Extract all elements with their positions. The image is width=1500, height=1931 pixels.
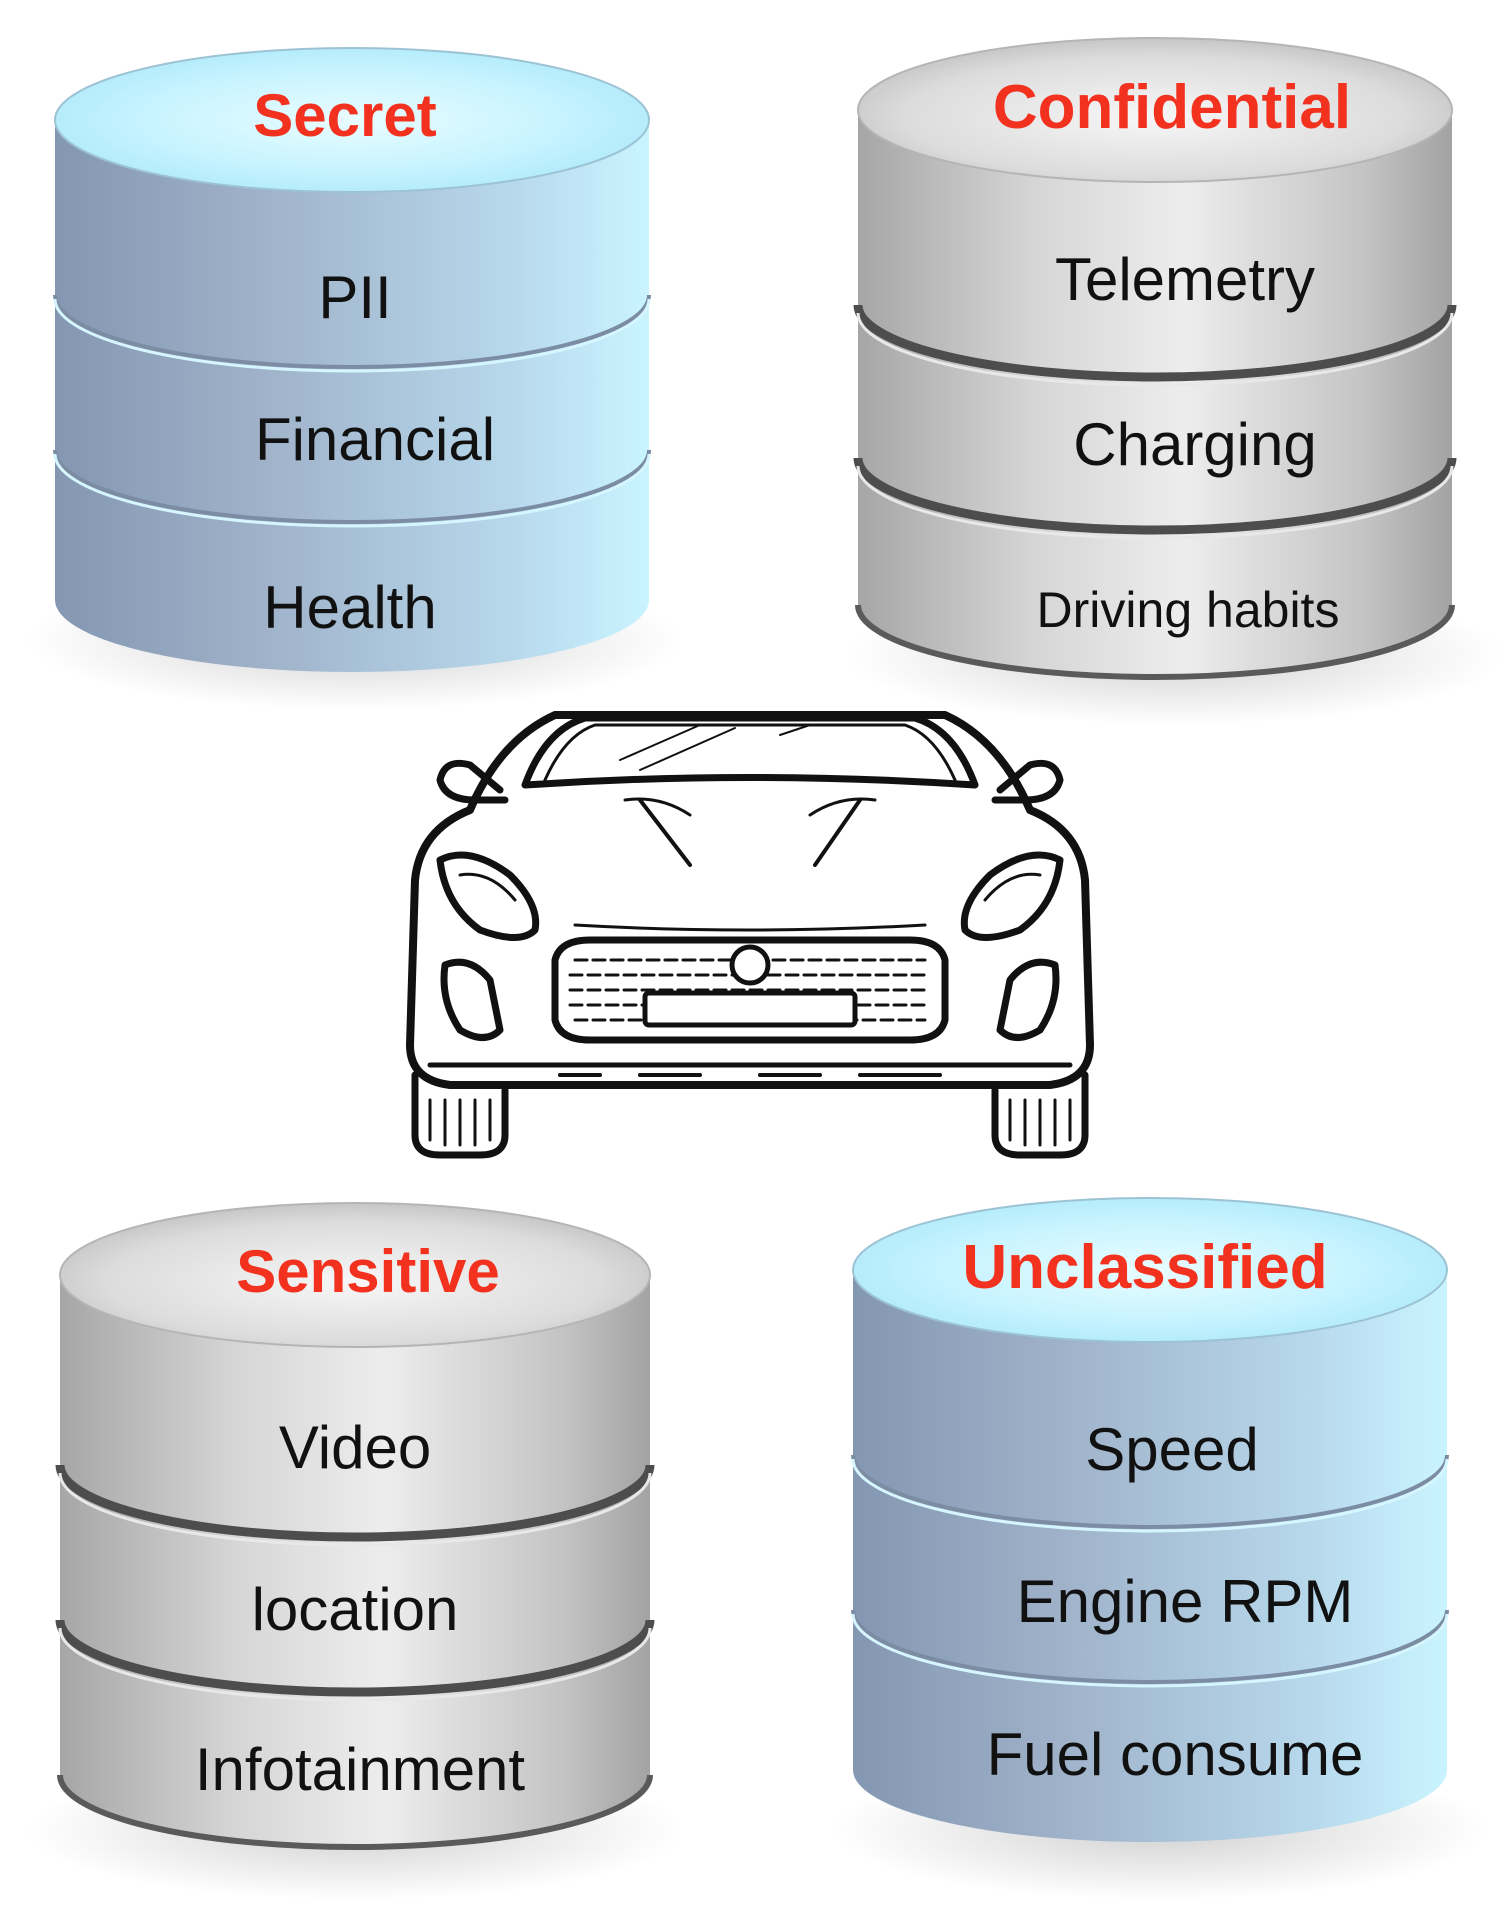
database-title: Secret bbox=[253, 82, 436, 149]
database-title: Confidential bbox=[993, 73, 1351, 142]
database-item: Speed bbox=[1085, 1416, 1259, 1483]
database-item: location bbox=[252, 1576, 459, 1643]
database-item: Engine RPM bbox=[1017, 1568, 1354, 1635]
database-item: Charging bbox=[1073, 411, 1317, 478]
database-sensitive: Sensitive Video location Infotainment bbox=[25, 1202, 685, 1900]
database-secret: Secret PII Financial Health bbox=[25, 47, 685, 710]
database-item: Financial bbox=[255, 406, 495, 473]
car-front-sketch-icon bbox=[406, 711, 1094, 1159]
database-item: Driving habits bbox=[1037, 582, 1340, 638]
database-title: Unclassified bbox=[962, 1233, 1327, 1302]
database-item: Telemetry bbox=[1055, 246, 1315, 313]
database-title: Sensitive bbox=[236, 1238, 499, 1305]
database-confidential: Confidential Telemetry Charging Driving … bbox=[845, 37, 1500, 725]
database-item: Video bbox=[279, 1414, 431, 1481]
database-item: PII bbox=[318, 264, 391, 331]
database-item: Infotainment bbox=[195, 1736, 526, 1803]
database-item: Health bbox=[263, 574, 436, 641]
database-item: Fuel consume bbox=[987, 1721, 1364, 1788]
database-unclassified: Unclassified Speed Engine RPM Fuel consu… bbox=[830, 1197, 1490, 1900]
